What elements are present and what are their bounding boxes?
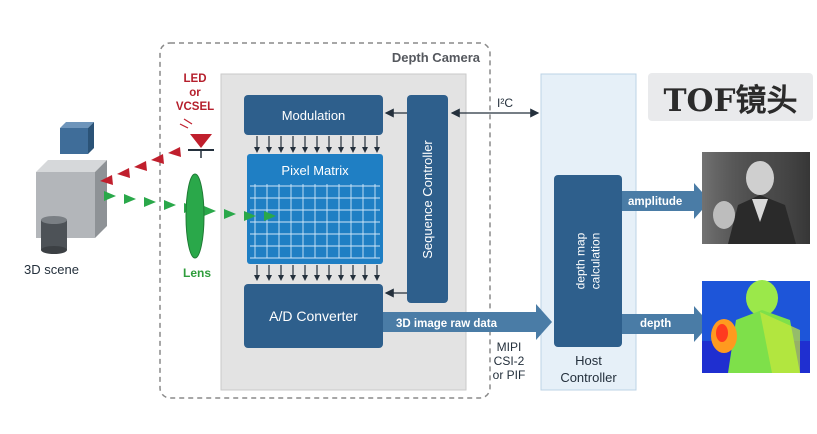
ad-converter-block: A/D Converter bbox=[244, 284, 383, 348]
depth-label: depth bbox=[640, 318, 672, 330]
depth-image bbox=[702, 280, 810, 373]
interface-label: MIPI CSI-2 or PIF bbox=[492, 340, 526, 382]
signal-arrow-head bbox=[302, 275, 308, 281]
received-light-chevron bbox=[204, 206, 216, 216]
lens bbox=[185, 173, 205, 259]
signal-arrow-head bbox=[278, 275, 284, 281]
host-controller-label: Host Controller bbox=[560, 353, 617, 385]
signal-arrow-head bbox=[266, 275, 272, 281]
emitted-light-chevron bbox=[134, 161, 147, 171]
signal-arrow-head bbox=[290, 275, 296, 281]
signal-arrow-head bbox=[362, 147, 368, 153]
amplitude-label: amplitude bbox=[628, 196, 683, 208]
modulation-block: Modulation bbox=[244, 95, 383, 135]
scene-label: 3D scene bbox=[24, 262, 79, 277]
matrix-signal-arrows bbox=[254, 136, 380, 281]
emitted-light-chevron bbox=[117, 168, 130, 178]
depth-camera-boundary bbox=[159, 42, 491, 399]
signal-arrow-head bbox=[338, 147, 344, 153]
signal-arrow-head bbox=[278, 147, 284, 153]
raw-data-arrow bbox=[383, 304, 552, 340]
signal-arrow-head bbox=[326, 147, 332, 153]
sequence-links bbox=[384, 108, 407, 298]
tof-banner: TOF镜头 bbox=[648, 73, 813, 121]
i2c-label: I²C bbox=[497, 96, 513, 110]
signal-arrow-head bbox=[362, 275, 368, 281]
received-light-chevron bbox=[164, 200, 176, 210]
lens-label: Lens bbox=[183, 266, 212, 280]
depth-arrow bbox=[622, 306, 710, 342]
pixel-matrix bbox=[247, 154, 383, 264]
emitted-light-chevron bbox=[151, 154, 164, 164]
depth-map-calculation-label: depth map calculation bbox=[573, 232, 602, 290]
signal-arrow-head bbox=[326, 275, 332, 281]
emitter-symbol bbox=[179, 118, 214, 158]
emitted-light-chevron bbox=[168, 147, 181, 157]
signal-arrow-head bbox=[374, 147, 380, 153]
received-light-chevron bbox=[224, 209, 236, 219]
signal-arrow-head bbox=[338, 275, 344, 281]
raw-data-label: 3D image raw data bbox=[396, 318, 497, 330]
emitted-light-chevron bbox=[100, 175, 113, 185]
scene-objects bbox=[36, 122, 107, 254]
pixel-matrix-label: Pixel Matrix bbox=[281, 163, 349, 178]
depth-map-calculation-block: depth map calculation bbox=[554, 175, 622, 347]
emitted-light bbox=[100, 147, 181, 185]
sequence-controller-label: Sequence Controller bbox=[420, 139, 435, 259]
signal-arrow-head bbox=[254, 275, 260, 281]
depth-camera-title: Depth Camera bbox=[391, 50, 480, 65]
signal-arrow-head bbox=[254, 147, 260, 153]
signal-arrow-head bbox=[266, 147, 272, 153]
amplitude-arrow bbox=[622, 183, 710, 219]
signal-arrow-head bbox=[290, 147, 296, 153]
signal-arrow-head bbox=[350, 147, 356, 153]
signal-arrow-head bbox=[314, 275, 320, 281]
received-light-chevron bbox=[264, 211, 276, 221]
signal-arrow-head bbox=[302, 147, 308, 153]
amplitude-image bbox=[702, 152, 810, 244]
received-light-chevron bbox=[244, 211, 256, 221]
signal-arrow-head bbox=[374, 275, 380, 281]
emitter-label: LED or VCSEL bbox=[175, 73, 215, 113]
signal-arrow-head bbox=[350, 275, 356, 281]
sequence-controller-block: Sequence Controller bbox=[407, 95, 448, 303]
received-light-chevron bbox=[104, 191, 116, 201]
received-light-chevron bbox=[144, 197, 156, 207]
received-light-chevron bbox=[124, 194, 136, 204]
signal-arrow-head bbox=[314, 147, 320, 153]
